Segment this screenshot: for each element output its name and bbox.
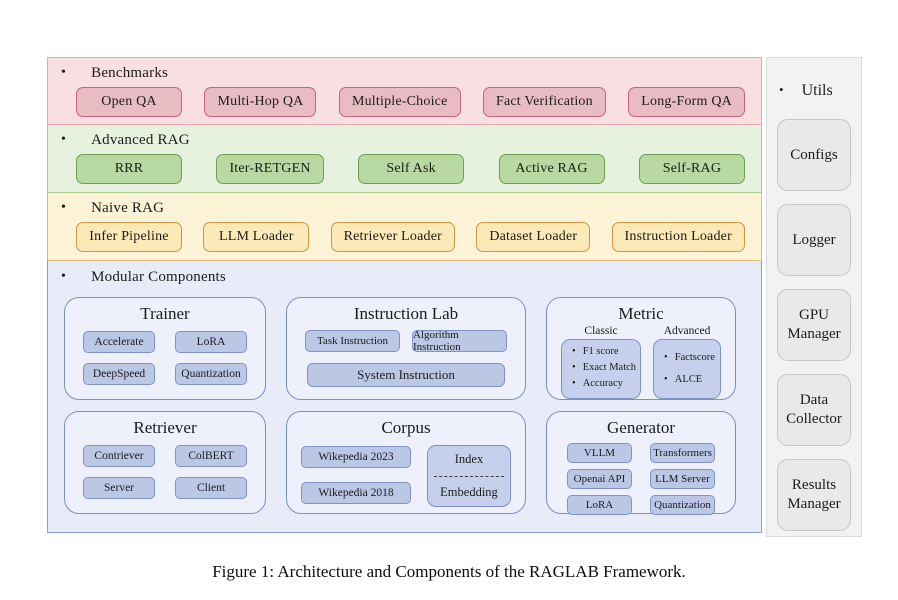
benchmarks-chip-row: Open QA Multi-Hop QA Multiple-Choice Fac… [48, 87, 761, 117]
index-embedding-divider [433, 475, 504, 477]
retriever-colbert: ColBERT [175, 445, 247, 467]
trainer-accelerate: Accelerate [83, 331, 155, 353]
system-instruction-chip: System Instruction [307, 363, 505, 387]
trainer-group: Trainer Accelerate LoRA DeepSpeed Quanti… [64, 297, 266, 400]
trainer-chips: Accelerate LoRA DeepSpeed Quantization [73, 331, 257, 385]
metric-advanced-column: Advanced Factscore ALCE [653, 325, 721, 399]
benchmark-open-qa: Open QA [76, 87, 182, 117]
corpus-wikepedia-2018: Wikepedia 2018 [301, 482, 411, 504]
benchmark-multi-hop-qa: Multi-Hop QA [204, 87, 317, 117]
trainer-quantization: Quantization [175, 363, 247, 385]
corpus-title: Corpus [381, 418, 431, 437]
generator-transformers: Transformers [650, 443, 715, 463]
metric-advanced-box: Factscore ALCE [653, 339, 721, 399]
algorithm-rrr: RRR [76, 154, 182, 184]
naive-rag-label: Naive RAG [48, 200, 761, 217]
modular-components-layer: Modular Components Trainer Accelerate Lo… [47, 261, 762, 533]
trainer-title: Trainer [140, 304, 190, 323]
benchmark-multiple-choice: Multiple-Choice [338, 87, 461, 117]
benchmarks-layer: Benchmarks Open QA Multi-Hop QA Multiple… [47, 57, 762, 125]
algorithm-self-rag: Self-RAG [638, 154, 745, 184]
generator-vllm: VLLM [567, 443, 632, 463]
metric-group: Metric Classic F1 score Exact Match Accu… [546, 297, 736, 400]
benchmark-fact-verification: Fact Verification [482, 87, 606, 117]
generator-group: Generator VLLM Transformers Openai API L… [546, 411, 736, 515]
corpus-group: Corpus Wikepedia 2023 Wikepedia 2018 Ind… [286, 411, 526, 514]
algorithm-active-rag: Active RAG [498, 154, 605, 184]
retriever-group: Retriever Contriever ColBERT Server Clie… [64, 411, 266, 514]
metric-exact-match: Exact Match [568, 360, 636, 376]
retriever-contriever: Contriever [83, 445, 155, 467]
corpus-wikepedia-2023: Wikepedia 2023 [301, 446, 411, 468]
utils-label: Utils [767, 82, 861, 100]
advanced-rag-label: Advanced RAG [48, 132, 761, 149]
metric-classic-column: Classic F1 score Exact Match Accuracy [561, 325, 642, 399]
naive-instruction-loader: Instruction Loader [611, 222, 745, 252]
utils-gpu-manager: GPU Manager [777, 289, 851, 361]
naive-rag-chip-row: Infer Pipeline LLM Loader Retriever Load… [48, 222, 761, 252]
metric-accuracy: Accuracy [568, 376, 636, 392]
architecture-diagram: Benchmarks Open QA Multi-Hop QA Multiple… [47, 57, 762, 533]
corpus-wikis: Wikepedia 2023 Wikepedia 2018 [301, 446, 411, 507]
generator-openai-api: Openai API [567, 469, 632, 489]
index-label: Index [454, 452, 484, 466]
retriever-client: Client [175, 477, 247, 499]
retriever-title: Retriever [133, 418, 197, 437]
utils-data-collector: Data Collector [777, 374, 851, 446]
utils-buttons: Configs Logger GPU Manager Data Collecto… [767, 119, 861, 531]
retriever-chips: Contriever ColBERT Server Client [73, 445, 257, 499]
benchmark-long-form-qa: Long-Form QA [628, 87, 745, 117]
naive-retriever-loader: Retriever Loader [330, 222, 456, 252]
advanced-rag-layer: Advanced RAG RRR Iter-RETGEN Self Ask Ac… [47, 125, 762, 193]
generator-title: Generator [607, 418, 675, 437]
corpus-body: Wikepedia 2023 Wikepedia 2018 Index Embe… [295, 445, 517, 507]
utils-panel: Utils Configs Logger GPU Manager Data Co… [766, 57, 862, 537]
trainer-lora: LoRA [175, 331, 247, 353]
trainer-deepspeed: DeepSpeed [83, 363, 155, 385]
generator-lora: LoRA [567, 495, 632, 515]
metric-classic-header: Classic [584, 325, 618, 337]
modular-row-bottom: Retriever Contriever ColBERT Server Clie… [64, 411, 736, 515]
utils-configs: Configs [777, 119, 851, 191]
naive-dataset-loader: Dataset Loader [476, 222, 591, 252]
modular-row-top: Trainer Accelerate LoRA DeepSpeed Quanti… [64, 297, 736, 400]
instruction-lab-title: Instruction Lab [353, 304, 459, 323]
metric-title: Metric [618, 304, 664, 323]
metric-classic-box: F1 score Exact Match Accuracy [561, 339, 642, 399]
task-instruction-chip: Task Instruction [305, 330, 400, 352]
instruction-lab-chips: Task Instruction Algorithm Instruction [295, 329, 517, 353]
metric-advanced-header: Advanced [663, 325, 711, 337]
modular-components-label: Modular Components [48, 269, 761, 286]
embedding-label: Embedding [440, 485, 498, 499]
instruction-lab-group: Instruction Lab Task Instruction Algorit… [286, 297, 526, 400]
generator-quantization: Quantization [650, 495, 715, 515]
algorithm-instruction-chip: Algorithm Instruction [412, 329, 507, 353]
algorithm-self-ask: Self Ask [358, 154, 465, 184]
metric-columns: Classic F1 score Exact Match Accuracy Ad… [555, 325, 727, 399]
figure-caption: Figure 1: Architecture and Components of… [212, 562, 686, 581]
naive-rag-layer: Naive RAG Infer Pipeline LLM Loader Retr… [47, 193, 762, 261]
generator-llm-server: LLM Server [650, 469, 715, 489]
naive-infer-pipeline: Infer Pipeline [76, 222, 182, 252]
utils-results-manager: Results Manager [777, 459, 851, 531]
algorithm-iter-retgen: Iter-RETGEN [216, 154, 324, 184]
metric-f1-score: F1 score [568, 344, 636, 360]
index-embedding-box: Index Embedding [426, 445, 511, 507]
advanced-rag-chip-row: RRR Iter-RETGEN Self Ask Active RAG Self… [48, 154, 761, 184]
retriever-server: Server [83, 477, 155, 499]
generator-chips: VLLM Transformers Openai API LLM Server … [555, 443, 727, 515]
naive-llm-loader: LLM Loader [203, 222, 310, 252]
utils-logger: Logger [777, 204, 851, 276]
metric-factscore: Factscore [660, 350, 716, 366]
metric-alce: ALCE [660, 372, 716, 388]
benchmarks-label: Benchmarks [48, 65, 761, 82]
